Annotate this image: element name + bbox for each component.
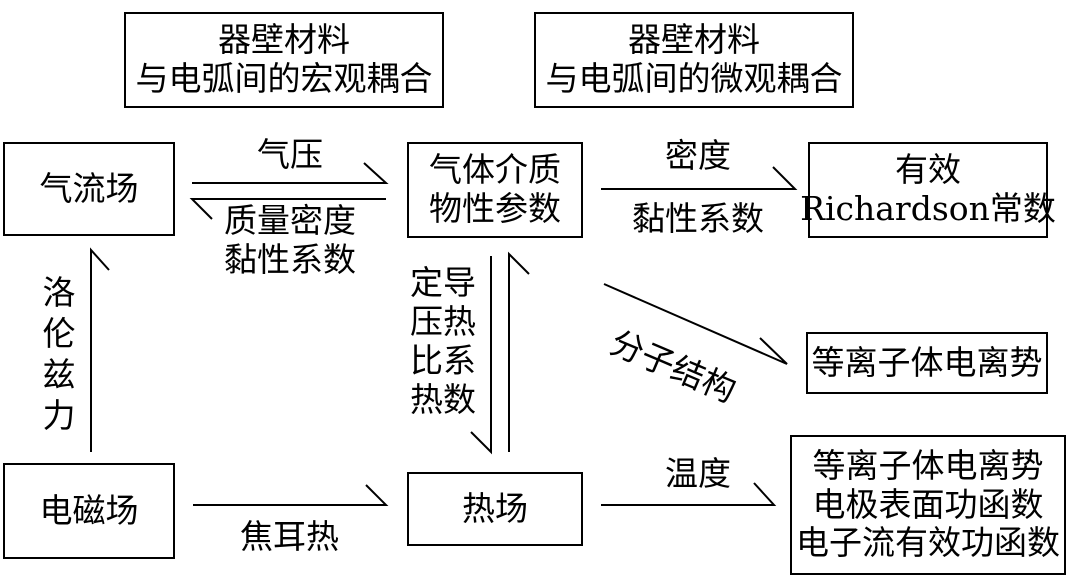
node-richardson-line1: 有效 <box>895 150 961 190</box>
label-lorentz-char-1: 洛 <box>42 273 76 312</box>
node-work-functions-line2: 电极表面功函数 <box>812 484 1044 524</box>
node-em-field: 电磁场 <box>3 463 175 559</box>
header-macro-line2: 与电弧间的宏观耦合 <box>135 59 433 98</box>
header-micro-coupling: 器壁材料 与电弧间的微观耦合 <box>534 12 854 108</box>
label-density-text: 密度 <box>665 136 731 175</box>
label-viscosity-2-text: 黏性系数 <box>632 199 764 238</box>
label-viscosity-2: 黏性系数 <box>632 199 764 239</box>
node-plasma-ionization: 等离子体电离势 <box>806 332 1048 394</box>
label-density: 密度 <box>665 136 731 176</box>
label-pressure-text: 气压 <box>257 135 323 174</box>
arrow-lorentz <box>90 247 110 452</box>
label-viscosity-1-text: 黏性系数 <box>224 239 356 279</box>
arrow-pressure <box>192 162 389 184</box>
label-mass-density-text: 质量密度 <box>224 201 356 240</box>
node-gas-properties-line2: 物性参数 <box>429 189 561 228</box>
header-macro-coupling: 器壁材料 与电弧间的宏观耦合 <box>124 12 444 108</box>
node-richardson-line2: Richardson常数 <box>800 189 1056 228</box>
node-em-field-label: 电磁场 <box>39 490 139 530</box>
label-joule-text: 焦耳热 <box>240 517 339 556</box>
arrow-molecular <box>603 283 788 365</box>
node-work-functions-line3: 电子流有效功函数 <box>796 523 1060 563</box>
node-gas-flow-field-label: 气流场 <box>39 168 139 208</box>
label-cp-row-2: 压热 <box>410 301 476 341</box>
node-plasma-ionization-label: 等离子体电离势 <box>811 342 1043 382</box>
header-micro-line2: 与电弧间的微观耦合 <box>545 59 843 98</box>
node-thermal-field: 热场 <box>407 472 583 546</box>
label-lorentz-char-2: 伦 <box>42 314 76 353</box>
arrow-cp-up <box>508 251 530 452</box>
arrow-joule <box>193 484 389 506</box>
arrow-heat-down <box>470 256 492 455</box>
node-gas-flow-field: 气流场 <box>3 142 175 236</box>
label-lorentz-char-4: 力 <box>42 396 76 435</box>
header-micro-line1: 器壁材料 <box>628 20 760 60</box>
label-cp-thermal-conductivity: 定导 压热 比系 热数 <box>410 263 476 420</box>
label-temperature-text: 温度 <box>665 454 731 493</box>
node-work-functions: 等离子体电离势 电极表面功函数 电子流有效功函数 <box>790 435 1066 575</box>
arrow-richardson <box>601 166 798 190</box>
label-joule-heat: 焦耳热 <box>240 517 339 557</box>
label-temperature: 温度 <box>665 454 731 494</box>
label-mass-density-viscosity: 质量密度 黏性系数 <box>224 201 356 280</box>
node-gas-properties: 气体介质 物性参数 <box>407 142 583 238</box>
node-thermal-field-label: 热场 <box>462 488 528 528</box>
node-gas-properties-line1: 气体介质 <box>429 150 561 190</box>
label-pressure: 气压 <box>257 135 323 175</box>
label-cp-row-3: 比系 <box>410 340 476 380</box>
arrow-density-viscosity <box>189 198 386 220</box>
label-cp-row-1: 定导 <box>410 263 476 302</box>
node-richardson-constant: 有效 Richardson常数 <box>800 142 1056 238</box>
header-macro-line1: 器壁材料 <box>218 20 350 60</box>
node-work-functions-line1: 等离子体电离势 <box>812 445 1044 485</box>
label-lorentz-force: 洛 伦 兹 力 <box>38 272 80 436</box>
label-cp-row-4: 热数 <box>410 379 476 419</box>
label-lorentz-char-3: 兹 <box>42 355 76 394</box>
arrow-temperature <box>601 482 777 506</box>
